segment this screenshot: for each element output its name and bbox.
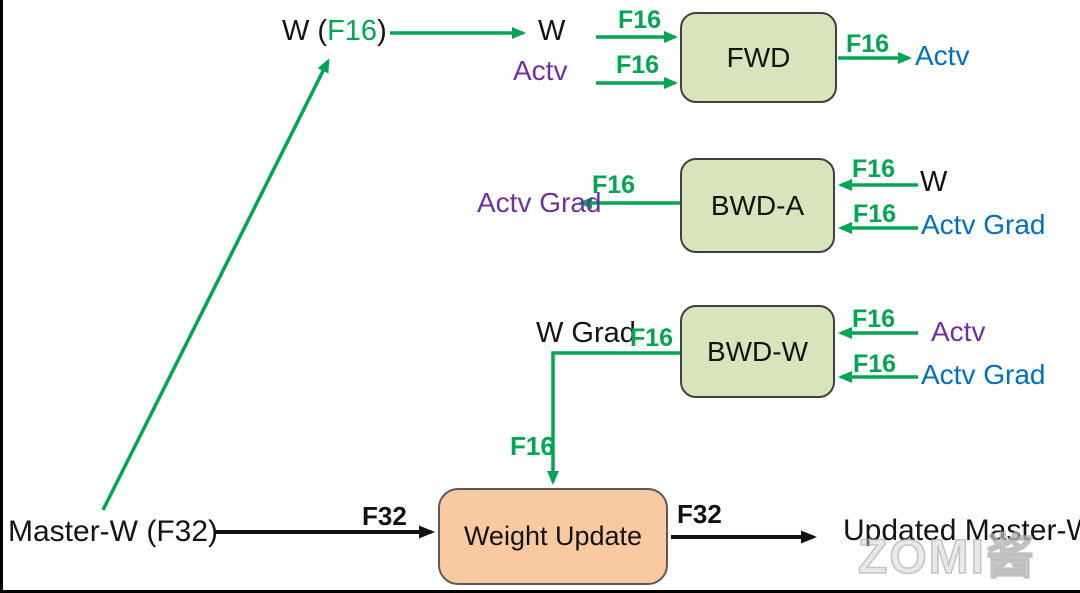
bwd-a-output-tag: F16 <box>592 171 636 199</box>
bwd-a-input-actvgrad-tag: F16 <box>853 200 897 228</box>
fwd-input-actv-tag: F16 <box>616 51 660 79</box>
bwd-a-input-w-tag: F16 <box>852 155 896 183</box>
cast-precision: F16 <box>327 15 378 47</box>
master-w-label: Master-W (F32) <box>8 515 218 548</box>
update-grad-in-tag: F16 <box>510 431 555 461</box>
bwd-a-output-label: Actv Grad <box>477 187 602 218</box>
bwd-w-input-actvgrad-tag: F16 <box>853 350 897 378</box>
fwd-input-w-label: W <box>538 15 566 47</box>
fwd-input-actv-label: Actv <box>513 55 568 86</box>
bwd-w-output-tag: F16 <box>630 324 674 352</box>
bottom-edge-line <box>0 590 1080 593</box>
update-out-tag: F32 <box>677 499 722 529</box>
updated-master-w-label: Updated Master-W <box>843 514 1080 547</box>
weight-update-box-title: Weight Update <box>463 521 643 551</box>
bwd-w-box: BWD-W <box>680 305 835 398</box>
fwd-input-w-tag: F16 <box>618 6 662 34</box>
bwd-a-input-w-label: W <box>920 166 948 198</box>
fwd-output-actv-label: Actv <box>915 40 970 71</box>
bwd-a-input-actvgrad-label: Actv Grad <box>921 209 1046 240</box>
bwd-w-output-label: W Grad <box>536 317 636 349</box>
master-w-tag: F32 <box>362 501 407 531</box>
fwd-box-title: FWD <box>726 41 791 73</box>
weight-update-box: Weight Update <box>438 488 668 585</box>
cast-suffix: ) <box>377 15 387 47</box>
bwd-a-box-title: BWD-A <box>710 189 805 221</box>
bwd-w-input-actv-tag: F16 <box>852 305 896 333</box>
arrow-wgrad-to-update <box>547 351 680 485</box>
bwd-a-box: BWD-A <box>680 158 835 253</box>
cast-weight-label: W (F16) <box>282 15 387 48</box>
watermark: ZOMI酱 <box>857 530 1036 584</box>
left-edge-line <box>0 0 3 593</box>
arrow-master-to-cast <box>101 58 330 511</box>
cast-prefix: W ( <box>282 15 328 47</box>
bwd-w-input-actv-label: Actv <box>931 316 986 347</box>
bwd-w-input-actvgrad-label: Actv Grad <box>921 359 1046 390</box>
fwd-output-tag: F16 <box>846 30 890 58</box>
fwd-box: FWD <box>680 12 837 103</box>
bwd-w-box-title: BWD-W <box>706 335 809 367</box>
